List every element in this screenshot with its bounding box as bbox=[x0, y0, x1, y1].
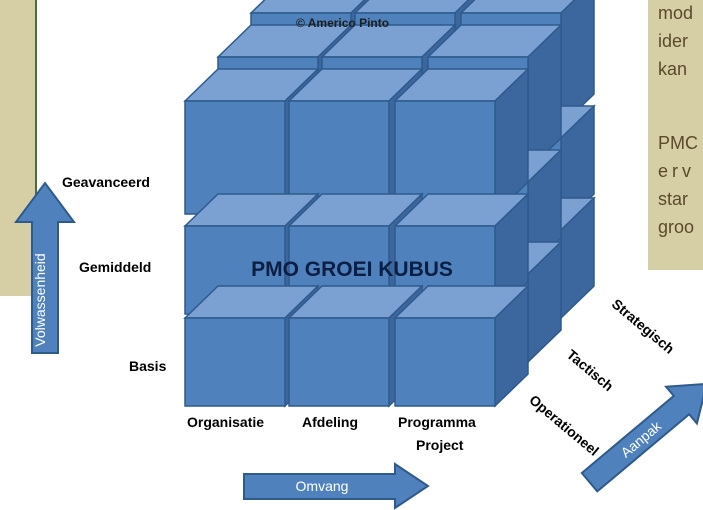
maturity-label-basis: Basis bbox=[129, 358, 167, 374]
scope-label-afdeling: Afdeling bbox=[302, 414, 358, 430]
approach-label-strategisch: Strategisch bbox=[609, 296, 678, 357]
cube-grid bbox=[183, 0, 596, 408]
maturity-label-geavanceerd: Geavanceerd bbox=[62, 174, 150, 190]
scope-label-programma: Programma bbox=[398, 414, 476, 430]
copyright-text: © Americo Pinto bbox=[296, 16, 390, 30]
cube-block bbox=[393, 284, 530, 408]
maturity-label-gemiddeld: Gemiddeld bbox=[79, 259, 152, 275]
maturity-arrow: Volwassenheid bbox=[14, 181, 76, 354]
side-text-line: erv bbox=[658, 161, 696, 181]
approach-label-tactisch: Tactisch bbox=[564, 346, 617, 394]
side-text-line: groo bbox=[658, 217, 695, 237]
side-text-line: star bbox=[658, 189, 689, 209]
scope-arrow-label: Omvang bbox=[296, 478, 349, 494]
maturity-arrow-label: Volwassenheid bbox=[32, 253, 48, 346]
left-text-panel bbox=[0, 0, 37, 296]
cube-block bbox=[393, 67, 530, 216]
scope-label-organisatie: Organisatie bbox=[187, 414, 265, 430]
approach-arrow: Aanpak bbox=[580, 382, 703, 493]
cube-title: PMO GROEI KUBUS bbox=[251, 258, 453, 281]
side-text-line: PMC bbox=[658, 133, 698, 153]
right-panel-text: mod ider kan PMC erv star groo bbox=[658, 0, 703, 270]
scope-arrow: Omvang bbox=[243, 462, 430, 510]
approach-label-operationeel: Operationeel bbox=[526, 392, 602, 459]
right-text-panel bbox=[648, 0, 703, 270]
side-text-line: kan bbox=[658, 59, 688, 79]
side-text-line: mod bbox=[658, 3, 694, 23]
scope-label-project: Project bbox=[416, 437, 464, 453]
side-text-line: ider bbox=[658, 31, 689, 51]
